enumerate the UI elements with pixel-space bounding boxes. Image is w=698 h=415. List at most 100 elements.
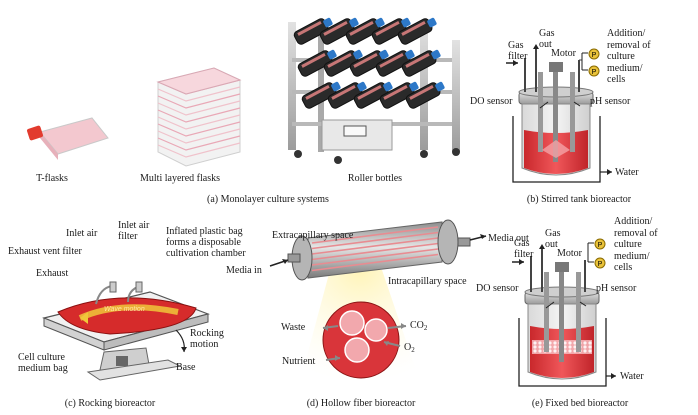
flask-layer <box>157 128 241 144</box>
rocking-inlet-air-filter-label: Inlet air filter <box>118 220 150 242</box>
multi-layer-flask-label: Multi layered flasks <box>140 173 220 184</box>
bed-bead <box>583 341 587 345</box>
hollow-media-out-label: Media out <box>488 233 529 244</box>
bed-bead <box>538 341 542 345</box>
rocking-exhaust-label: Exhaust <box>36 268 69 279</box>
flask-layer <box>157 114 241 130</box>
stirred-tank-bioreactor <box>506 44 612 183</box>
roller-bottle <box>379 81 419 109</box>
flask-layer <box>157 142 241 158</box>
bed-bead <box>583 345 587 349</box>
fixed-do-sensor-label: DO sensor <box>476 283 519 294</box>
flask-layer <box>157 100 241 116</box>
roller-bottle <box>323 49 363 77</box>
co2-text: CO <box>410 320 424 331</box>
rocking-exhaust-vent-filter-label: Exhaust vent filter <box>8 246 82 257</box>
bed-bead <box>588 349 592 353</box>
rocking-base-label: Base <box>176 362 196 373</box>
p-marker-e1: P <box>598 242 603 249</box>
roller-bottles-label: Roller bottles <box>347 173 403 184</box>
p-marker-e2: P <box>598 261 603 268</box>
fiber-line <box>311 237 439 255</box>
fixed-water-label: Water <box>620 371 644 382</box>
roller-bottle <box>293 17 333 45</box>
rocking-cell-culture-bag-label: Cell culture medium bag <box>18 352 68 374</box>
bed-bead <box>538 345 542 349</box>
hollow-intracapillary-label: Intracapillary space <box>388 276 467 287</box>
roller-bottle <box>397 17 437 45</box>
hollow-waste-label: Waste <box>281 322 306 333</box>
hollow-nutrient-label: Nutrient <box>282 356 316 367</box>
rocking-motion-label: Rocking motion <box>190 328 224 350</box>
p-marker-b1: P <box>592 52 597 59</box>
bed-bead <box>588 341 592 345</box>
caption-d: (d) Hollow fiber bioreactor <box>306 398 416 409</box>
roller-bottle <box>349 49 389 77</box>
bed-bead <box>573 349 577 353</box>
caption-a: (a) Monolayer culture systems <box>207 194 329 205</box>
roller-bottle-rack-image <box>288 17 460 164</box>
roller-bottle <box>401 49 441 77</box>
bed-bead <box>573 341 577 345</box>
bed-bead <box>548 349 552 353</box>
roller-bottle <box>345 17 385 45</box>
bed-bead <box>553 341 557 345</box>
bed-bead <box>573 345 577 349</box>
fiber-line <box>311 226 439 244</box>
fiber-line <box>311 242 439 261</box>
roller-bottle <box>319 17 359 45</box>
roller-bottle <box>353 81 393 109</box>
rocking-wave-motion-label: Wave motion <box>104 306 145 313</box>
roller-bottle <box>301 81 341 109</box>
bed-bead <box>553 349 557 353</box>
roller-bottle <box>371 17 411 45</box>
fiber-line <box>311 231 439 250</box>
fixed-ph-sensor-label: pH sensor <box>596 283 637 294</box>
stirred-ph-sensor-label: pH sensor <box>590 96 631 107</box>
hollow-o2-label: O2 <box>404 342 415 356</box>
flask-layer <box>157 86 241 102</box>
stirred-addition-label: Addition/ removal of culture medium/ cel… <box>607 28 651 85</box>
caption-e: (e) Fixed bed bioreactor <box>531 398 629 409</box>
caption-b: (b) Stirred tank bioreactor <box>526 194 632 205</box>
fixed-bed-bioreactor <box>512 238 616 387</box>
bed-bead <box>533 341 537 345</box>
stirred-do-sensor-label: DO sensor <box>470 96 513 107</box>
stirred-water-label: Water <box>615 167 639 178</box>
bed-bead <box>538 349 542 353</box>
bed-bead <box>563 341 567 345</box>
bed-bead <box>563 349 567 353</box>
bed-bead <box>533 345 537 349</box>
bed-bead <box>533 349 537 353</box>
roller-bottle <box>327 81 367 109</box>
fiber-line <box>311 253 439 272</box>
co2-subscript: 2 <box>423 324 428 332</box>
hollow-co2-label: CO2 <box>410 320 427 334</box>
rocking-inflated-bag-label: Inflated plastic bag forms a disposable … <box>166 226 246 259</box>
fixed-addition-label: Addition/ removal of culture medium/ cel… <box>614 216 658 273</box>
bed-bead <box>588 345 592 349</box>
multi-layer-flask-image <box>156 67 242 167</box>
stirred-gas-filter-label: Gas filter <box>508 40 528 62</box>
flask-layer <box>157 121 241 137</box>
stirred-gas-out-label: Gas out <box>539 28 555 50</box>
bed-bead <box>568 341 572 345</box>
roller-bottle <box>405 81 445 109</box>
bed-bead <box>568 349 572 353</box>
hollow-media-in-label: Media in <box>226 265 262 276</box>
fixed-motor-label: Motor <box>557 248 582 259</box>
hollow-fiber-bioreactor <box>269 219 487 382</box>
bed-bead <box>568 345 572 349</box>
o2-text: O <box>404 342 412 353</box>
bed-bead <box>563 345 567 349</box>
bed-bead <box>553 345 557 349</box>
bed-bead <box>548 341 552 345</box>
roller-bottle <box>297 49 337 77</box>
fixed-gas-filter-label: Gas filter <box>514 238 534 260</box>
t-flask-label: T-flasks <box>36 173 68 184</box>
caption-c: (c) Rocking bioreactor <box>64 398 156 409</box>
bed-bead <box>548 345 552 349</box>
roller-bottle <box>375 49 415 77</box>
flask-layer <box>157 135 241 151</box>
